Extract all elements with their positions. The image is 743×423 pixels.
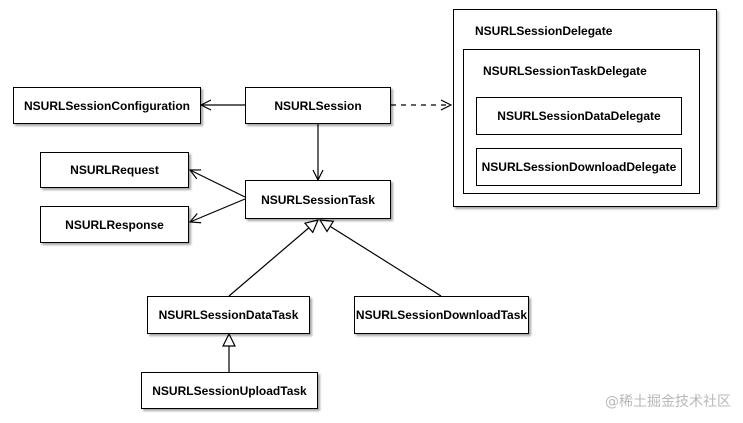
upload-task-box: NSURLSessionUploadTask bbox=[141, 372, 318, 409]
download-task-box: NSURLSessionDownloadTask bbox=[354, 296, 529, 334]
session-box: NSURLSession bbox=[245, 87, 391, 124]
task-to-request-arrow bbox=[190, 170, 246, 198]
downloadtask-inherits-task-arrow bbox=[320, 220, 442, 297]
session-delegate-label: NSURLSessionDelegate bbox=[475, 24, 613, 38]
configuration-box: NSURLSessionConfiguration bbox=[13, 87, 201, 124]
task-delegate-label: NSURLSessionTaskDelegate bbox=[483, 64, 647, 78]
watermark: @稀土掘金技术社区 bbox=[605, 394, 731, 410]
data-task-box: NSURLSessionDataTask bbox=[147, 296, 310, 334]
download-delegate-box: NSURLSessionDownloadDelegate bbox=[476, 148, 682, 186]
task-to-response-arrow bbox=[190, 198, 246, 222]
datatask-inherits-task-arrow bbox=[228, 220, 318, 297]
task-box: NSURLSessionTask bbox=[245, 180, 391, 219]
data-delegate-box: NSURLSessionDataDelegate bbox=[476, 97, 682, 135]
response-box: NSURLResponse bbox=[40, 206, 189, 243]
request-box: NSURLRequest bbox=[40, 152, 189, 188]
